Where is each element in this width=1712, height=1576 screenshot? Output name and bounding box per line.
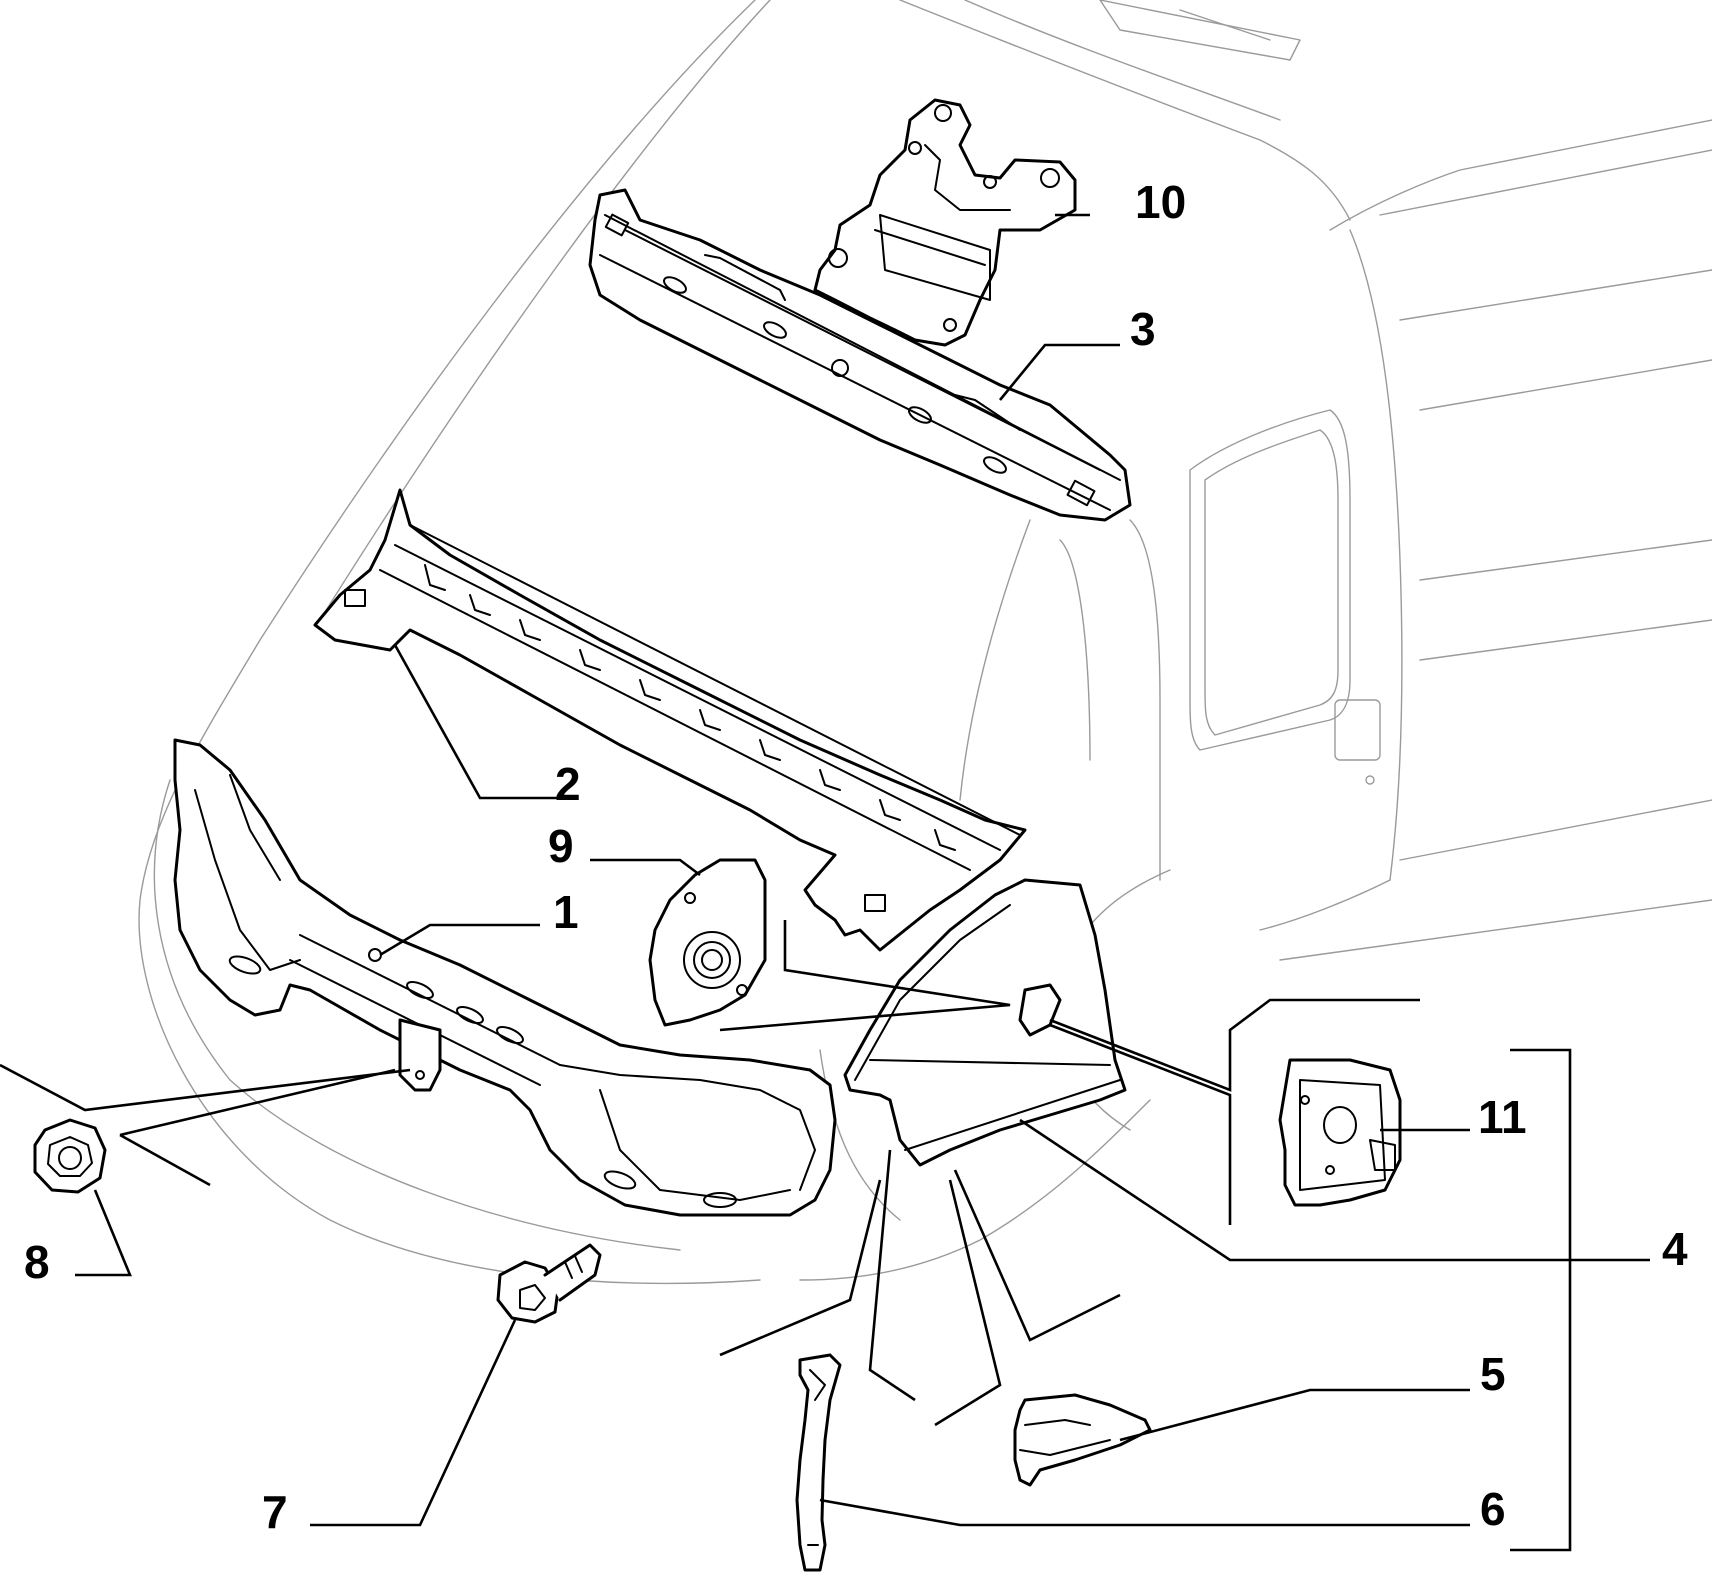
- guide-5: [953, 1169, 1121, 1342]
- leader-7: [310, 1319, 517, 1527]
- leader-2: [393, 644, 565, 800]
- callout-labels: 10 3 2 9 1 11 4 5 6 7 8: [24, 176, 1688, 1538]
- callout-4: 4: [1662, 1223, 1688, 1275]
- callout-9: 9: [548, 820, 574, 872]
- part-7-bolt: [496, 1243, 602, 1324]
- part-10-bracket: [813, 98, 1077, 347]
- callout-5: 5: [1480, 1348, 1506, 1400]
- leader-lines: [75, 213, 1650, 1552]
- guide-5b: [934, 1179, 1002, 1427]
- guide-11a: [1049, 1023, 1232, 1225]
- guide-9: [719, 920, 1011, 1032]
- callout-3: 3: [1130, 303, 1156, 355]
- guide-8b: [119, 1133, 211, 1187]
- part-6-pillar: [795, 1353, 842, 1572]
- part-9-plate: [648, 858, 767, 1027]
- part-8-nut: [33, 1118, 107, 1194]
- leader-8: [75, 1189, 132, 1277]
- guide-8c: [119, 1068, 396, 1137]
- leader-4: [1019, 1118, 1650, 1262]
- callout-7: 7: [262, 1486, 288, 1538]
- part-3-upper-crossmember: [588, 188, 1132, 522]
- part-2-scuttle-panel: [313, 488, 1027, 952]
- callout-6: 6: [1480, 1483, 1506, 1535]
- guide-6a: [868, 1149, 916, 1402]
- leader-5: [1119, 1388, 1470, 1442]
- guide-11b: [1049, 998, 1420, 1092]
- callout-10: 10: [1135, 176, 1186, 228]
- leader-1: [379, 923, 540, 957]
- callout-11: 11: [1478, 1091, 1527, 1143]
- part-5-small-bracket: [1013, 1393, 1152, 1487]
- leader-3: [998, 343, 1120, 401]
- callout-2: 2: [555, 758, 581, 810]
- callout-8: 8: [24, 1236, 50, 1288]
- leader-9: [590, 858, 701, 877]
- assembly-guide-lines: [0, 920, 1420, 1427]
- group-bracket: [1510, 1048, 1572, 1552]
- leader-6: [819, 1498, 1470, 1527]
- part-11-bracket: [1278, 1058, 1402, 1207]
- guide-8a: [0, 1063, 411, 1112]
- part-4-side-panel: [843, 878, 1127, 1167]
- callout-1: 1: [553, 886, 579, 938]
- guide-6b: [719, 1179, 882, 1357]
